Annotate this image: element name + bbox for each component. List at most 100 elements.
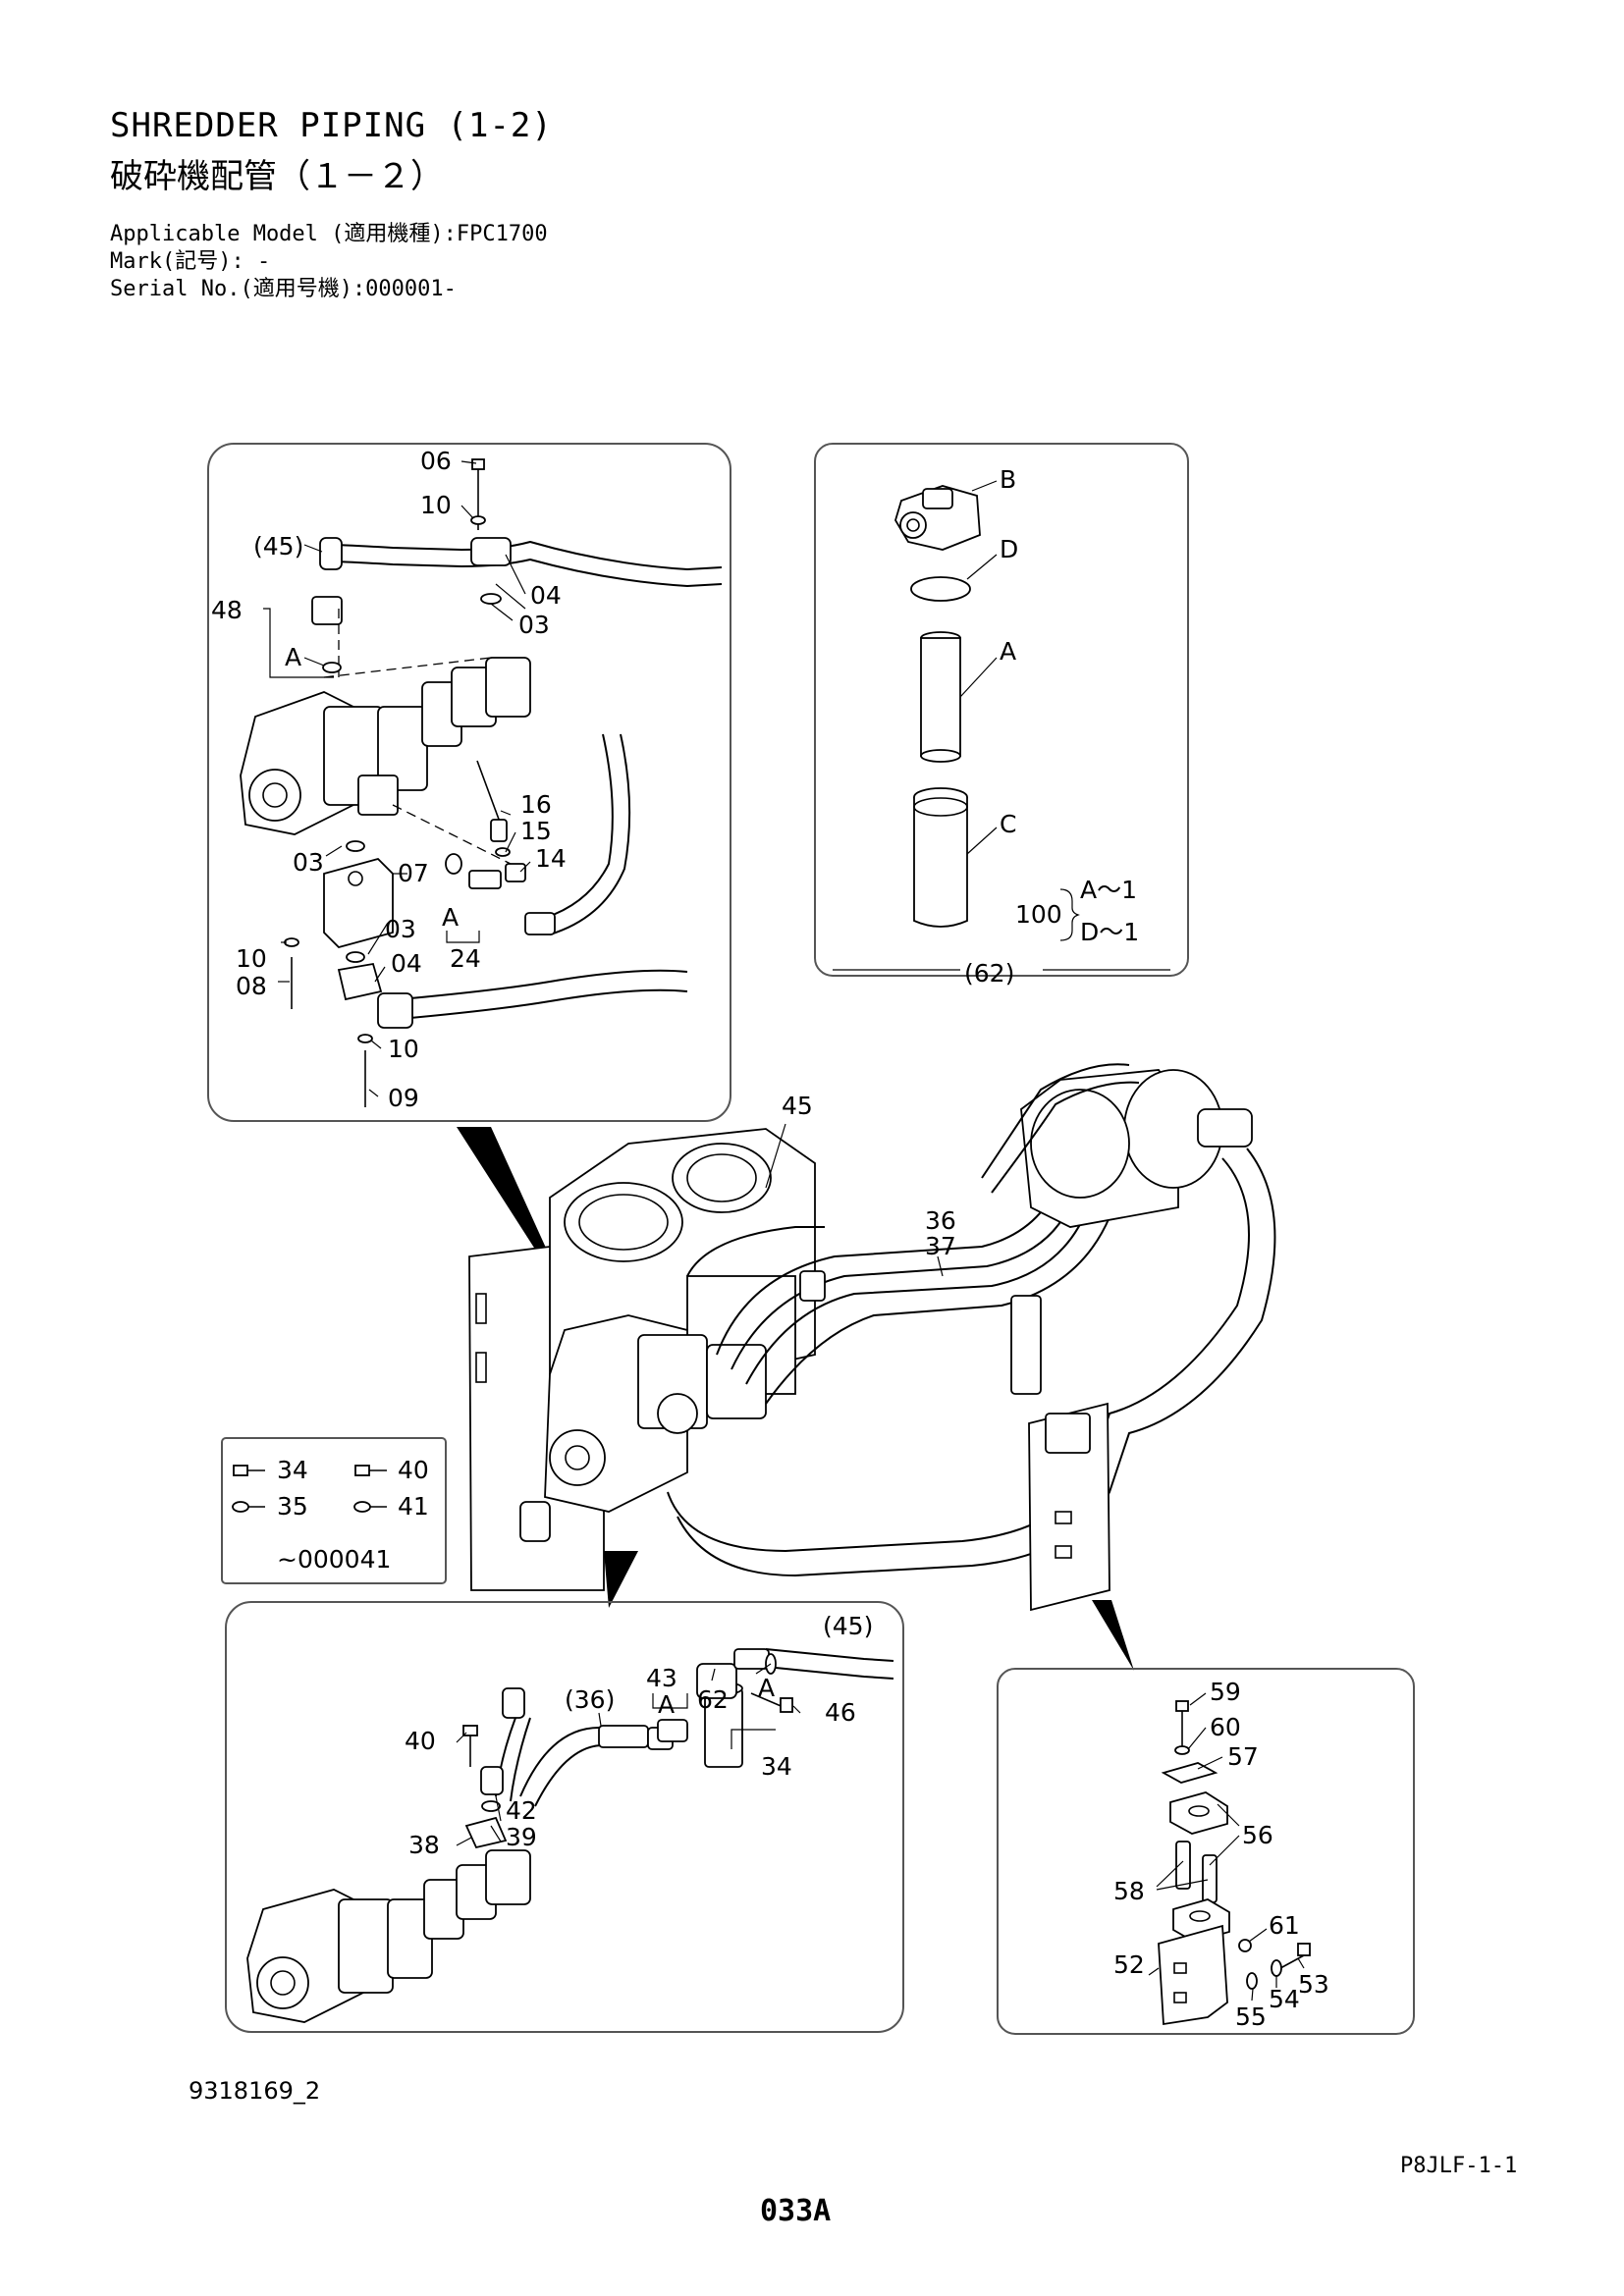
callout-52: 52 bbox=[1113, 1950, 1145, 1979]
callout-04: 04 bbox=[530, 581, 562, 610]
legend-35: 35 bbox=[277, 1492, 308, 1521]
callout-09: 09 bbox=[388, 1084, 419, 1112]
callout-55: 55 bbox=[1235, 2002, 1267, 2031]
serial-number: Serial No.(適用号機):000001- bbox=[110, 277, 457, 301]
legend-box: 34 40 35 41 ~000041 bbox=[221, 1437, 447, 1584]
callout-08: 08 bbox=[236, 972, 267, 1000]
callout-03: 03 bbox=[518, 611, 550, 639]
callouts-top-right: B D A C 100 A～1 D～1 (62) bbox=[964, 465, 1139, 988]
main-assembly: 45 36 37 bbox=[468, 1063, 1276, 1612]
callout-45: 45 bbox=[782, 1092, 813, 1120]
callout-56: 56 bbox=[1242, 1821, 1273, 1849]
legend-41: 41 bbox=[398, 1492, 429, 1521]
diagram-id: 9318169_2 bbox=[189, 2077, 320, 2105]
callout-48: 48 bbox=[211, 596, 243, 624]
callout-a-top: A bbox=[285, 643, 301, 671]
callout-60: 60 bbox=[1210, 1713, 1241, 1741]
callout-10-b: 10 bbox=[236, 944, 267, 973]
pump-assembly-bottom bbox=[246, 1849, 531, 2023]
legend-range: ~000041 bbox=[277, 1545, 391, 1574]
callouts-bottom-right: 59 60 57 56 58 61 52 53 54 55 bbox=[1113, 1678, 1329, 2031]
o-ring-d bbox=[910, 576, 971, 602]
pump-assembly-top bbox=[240, 657, 531, 835]
callout-a-left: A bbox=[658, 1690, 675, 1719]
detail-panel-bracket: 59 60 57 56 58 61 52 53 54 55 bbox=[997, 1668, 1415, 2035]
bolt-59 bbox=[1175, 1700, 1189, 1712]
shredder-motor bbox=[1020, 1069, 1253, 1228]
callout-37: 37 bbox=[925, 1232, 956, 1260]
flange-bottom bbox=[337, 962, 383, 1001]
callout-38: 38 bbox=[408, 1831, 440, 1859]
callout-03-b: 03 bbox=[293, 848, 324, 877]
panel-frame-bottom-left bbox=[225, 1601, 904, 2033]
mount-bracket bbox=[1028, 1402, 1110, 1612]
detail-panel-pump-bottom: 43 62 (45) A A 46 (36) 40 34 42 39 38 bbox=[225, 1601, 904, 2033]
page-code: P8JLF-1-1 bbox=[1400, 2154, 1517, 2178]
page-number: 033A bbox=[760, 2194, 831, 2228]
callout-62-ref: (62) bbox=[964, 959, 1014, 988]
bracket-52 bbox=[1158, 1924, 1228, 2026]
callouts-main: 45 36 37 bbox=[782, 1092, 956, 1260]
fitting-24 bbox=[445, 853, 462, 875]
callout-b: B bbox=[1000, 465, 1016, 494]
callout-16: 16 bbox=[520, 790, 552, 819]
pointer-wedge-bottom-left bbox=[604, 1551, 638, 1608]
callout-03-c: 03 bbox=[385, 915, 416, 943]
callout-a-filter: A bbox=[1000, 637, 1016, 666]
callout-45-ref: (45) bbox=[253, 532, 303, 561]
bolt-53 bbox=[1297, 1943, 1311, 1956]
callout-c: C bbox=[1000, 810, 1016, 838]
callout-43: 43 bbox=[646, 1664, 677, 1692]
callouts-top-left: 06 10 (45) 04 03 48 A 16 15 14 03 07 A 1… bbox=[211, 447, 567, 1112]
hose-14 bbox=[544, 733, 614, 919]
callout-53: 53 bbox=[1298, 1970, 1329, 1999]
washer-54 bbox=[1271, 1959, 1282, 1977]
callout-d: D bbox=[1000, 535, 1018, 563]
callout-a-mid: A bbox=[442, 903, 459, 932]
page-title-en: SHREDDER PIPING (1-2) bbox=[110, 106, 553, 145]
callout-45-ref-b: (45) bbox=[823, 1612, 873, 1640]
callout-58: 58 bbox=[1113, 1877, 1145, 1905]
callout-14: 14 bbox=[535, 844, 567, 873]
callout-04-b: 04 bbox=[391, 949, 422, 978]
callout-d-1: D～1 bbox=[1080, 918, 1139, 946]
valve-block-07 bbox=[323, 857, 394, 949]
legend-40: 40 bbox=[398, 1456, 429, 1484]
callout-61: 61 bbox=[1269, 1911, 1300, 1940]
applicable-model: Applicable Model (適用機種):FPC1700 bbox=[110, 222, 548, 246]
callout-39: 39 bbox=[506, 1823, 537, 1851]
callout-36-ref: (36) bbox=[565, 1685, 615, 1714]
flange-block bbox=[470, 537, 512, 566]
callouts-bottom-left: 43 62 (45) A A 46 (36) 40 34 42 39 38 bbox=[405, 1612, 873, 1859]
callout-57: 57 bbox=[1227, 1742, 1259, 1771]
panel-frame bbox=[207, 443, 731, 1122]
callout-24: 24 bbox=[450, 944, 481, 973]
callout-42: 42 bbox=[506, 1796, 537, 1825]
tee-fitting bbox=[502, 1687, 525, 1719]
collar-58 bbox=[1175, 1841, 1191, 1890]
callout-10-c: 10 bbox=[388, 1035, 419, 1063]
legend-34: 34 bbox=[277, 1456, 308, 1484]
callout-a-right: A bbox=[758, 1674, 775, 1702]
panel-frame-filter bbox=[814, 443, 1189, 977]
callout-100: 100 bbox=[1015, 900, 1062, 929]
main-pump bbox=[519, 1314, 767, 1542]
clamp-upper-56 bbox=[1169, 1791, 1228, 1835]
plate-57 bbox=[1161, 1762, 1218, 1784]
hose-45-ref bbox=[765, 1648, 894, 1662]
callout-07: 07 bbox=[398, 859, 429, 887]
pointer-wedge-bottom-right bbox=[1092, 1600, 1134, 1671]
callout-a-1: A～1 bbox=[1080, 876, 1137, 904]
callout-15: 15 bbox=[520, 817, 552, 845]
hose-45 bbox=[328, 540, 723, 571]
callout-62: 62 bbox=[697, 1685, 729, 1714]
callout-54: 54 bbox=[1269, 1985, 1300, 2013]
callout-46: 46 bbox=[825, 1698, 856, 1727]
mark: Mark(記号): - bbox=[110, 249, 271, 274]
washer-55 bbox=[1246, 1972, 1258, 1990]
page-title-ja: 破砕機配管（１－２） bbox=[110, 157, 444, 196]
callout-06: 06 bbox=[420, 447, 452, 475]
callout-40: 40 bbox=[405, 1727, 436, 1755]
panel-frame-bracket bbox=[997, 1668, 1415, 2035]
